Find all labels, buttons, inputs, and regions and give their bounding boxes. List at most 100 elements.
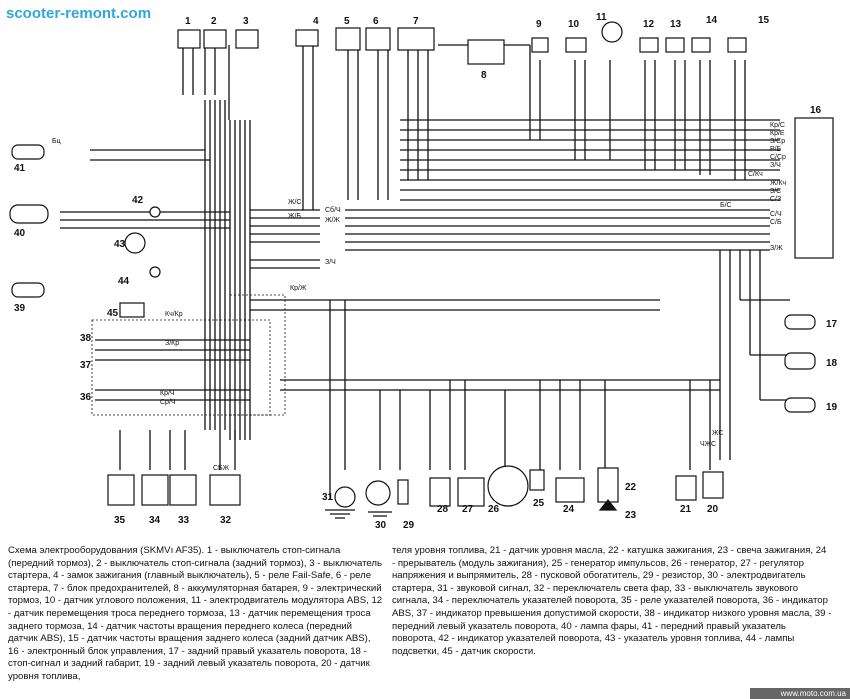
component-number-32: 32	[220, 515, 232, 526]
wire-label: Кр/С	[770, 122, 785, 129]
wire-label: Кр/Ч	[160, 390, 175, 397]
component-number-15: 15	[758, 15, 770, 26]
component-24	[555, 477, 585, 503]
component-number-21: 21	[680, 504, 692, 515]
component-33	[169, 474, 197, 506]
component-30-starter	[365, 480, 391, 506]
wire-label: С/Ч	[770, 211, 782, 218]
component-numbers: 1 2 3 4 5 6 7 8 9 10 11 12 13 14 15 16 1…	[14, 12, 838, 531]
component-number-40: 40	[14, 228, 26, 239]
component-number-34: 34	[149, 515, 161, 526]
component-31-horn	[334, 486, 356, 508]
component-number-31: 31	[322, 492, 334, 503]
component-number-43: 43	[114, 239, 126, 250]
wire-harness	[60, 40, 790, 500]
component-11-motor	[601, 21, 623, 43]
component-32	[209, 474, 241, 506]
wire-label: С/Б	[770, 219, 782, 226]
wire-label: Ж/Кч	[770, 180, 786, 187]
wire-label: Бц	[52, 138, 61, 145]
component-19-light	[784, 397, 816, 413]
component-number-27: 27	[462, 504, 474, 515]
component-number-42: 42	[132, 195, 144, 206]
wire-label: З/Ч	[325, 259, 336, 266]
component-number-22: 22	[625, 482, 637, 493]
wire-label: Ж/С	[288, 199, 301, 206]
component-number-38: 38	[80, 333, 92, 344]
component-12	[639, 37, 659, 53]
component-42-indicator	[149, 206, 161, 218]
wire-label: Ж/Ж	[325, 217, 340, 224]
component-number-13: 13	[670, 19, 682, 30]
component-6	[365, 27, 391, 51]
component-number-20: 20	[707, 504, 719, 515]
component-number-14: 14	[706, 15, 718, 26]
component-blocks	[9, 21, 834, 508]
component-8	[467, 39, 505, 65]
component-40-headlamp	[9, 204, 49, 224]
component-1	[177, 29, 201, 49]
component-number-19: 19	[826, 402, 838, 413]
component-number-5: 5	[344, 16, 350, 27]
component-41-light	[11, 144, 45, 160]
wire-label: ЧЖС	[700, 441, 716, 448]
component-number-35: 35	[114, 515, 126, 526]
component-number-18: 18	[826, 358, 838, 369]
component-number-45: 45	[107, 308, 119, 319]
component-15	[727, 37, 747, 53]
component-number-41: 41	[14, 163, 26, 174]
component-number-16: 16	[810, 105, 822, 116]
caption-left-text: 1 - выключатель стоп-сигнала (передний т…	[8, 545, 383, 682]
component-39-light	[11, 282, 45, 298]
wire-label: Р/Б	[770, 146, 782, 153]
component-number-7: 7	[413, 16, 419, 27]
caption-right: теля уровня топлива, 21 - датчик уровня …	[392, 545, 832, 657]
footer-site: www.moto.com.ua	[750, 688, 850, 699]
component-16-ecu	[794, 117, 834, 259]
wire-label: С/З	[770, 196, 781, 203]
wire-label: З/Ср	[770, 138, 785, 145]
component-21	[675, 475, 697, 501]
component-43-gauge	[124, 232, 146, 254]
component-number-10: 10	[568, 19, 580, 30]
wire-label: Ж/Б	[288, 213, 301, 220]
site-watermark: scooter-remont.com	[6, 5, 152, 22]
wire-label: З/Ч	[770, 162, 781, 169]
component-number-17: 17	[826, 319, 838, 330]
component-14	[691, 37, 711, 53]
wire-label: З/Кр	[165, 340, 179, 347]
component-number-33: 33	[178, 515, 190, 526]
wire-label: З/Ж	[770, 245, 783, 252]
component-20	[702, 471, 724, 499]
component-34	[141, 474, 169, 506]
component-18-light	[784, 352, 816, 370]
component-2	[203, 29, 227, 49]
wire-label: С/Кч	[748, 171, 763, 178]
component-17-light	[784, 314, 816, 330]
component-3	[235, 29, 259, 49]
component-number-37: 37	[80, 360, 92, 371]
wiring-diagram: 1 2 3 4 5 6 7 8 9 10 11 12 13 14 15 16 1…	[9, 12, 838, 531]
component-number-23: 23	[625, 510, 637, 521]
component-number-39: 39	[14, 303, 26, 314]
wire-labels: Кр/С Кр/Е З/Ср Р/Б С/Ср З/Ч С/Кч Ж/Кч З/…	[52, 122, 786, 472]
component-7	[397, 27, 435, 51]
caption-title: Схема электрооборудования (SKMVı AF35).	[8, 545, 205, 556]
wire-label: СБЖ	[213, 465, 230, 472]
component-number-2: 2	[211, 16, 217, 27]
wire-label: Кр/Е	[770, 130, 785, 137]
component-number-28: 28	[437, 504, 449, 515]
component-4	[295, 29, 319, 47]
wire-label: Б/С	[720, 202, 732, 209]
component-26-generator	[487, 465, 529, 507]
component-number-8: 8	[481, 70, 487, 81]
component-number-36: 36	[80, 392, 92, 403]
component-number-30: 30	[375, 520, 387, 531]
component-44-lamp	[149, 266, 161, 278]
wire-label: С/Ср	[770, 154, 786, 161]
component-number-24: 24	[563, 504, 575, 515]
component-13	[665, 37, 685, 53]
component-29	[397, 479, 409, 505]
component-number-29: 29	[403, 520, 415, 531]
wire-label: З/С	[770, 188, 781, 195]
